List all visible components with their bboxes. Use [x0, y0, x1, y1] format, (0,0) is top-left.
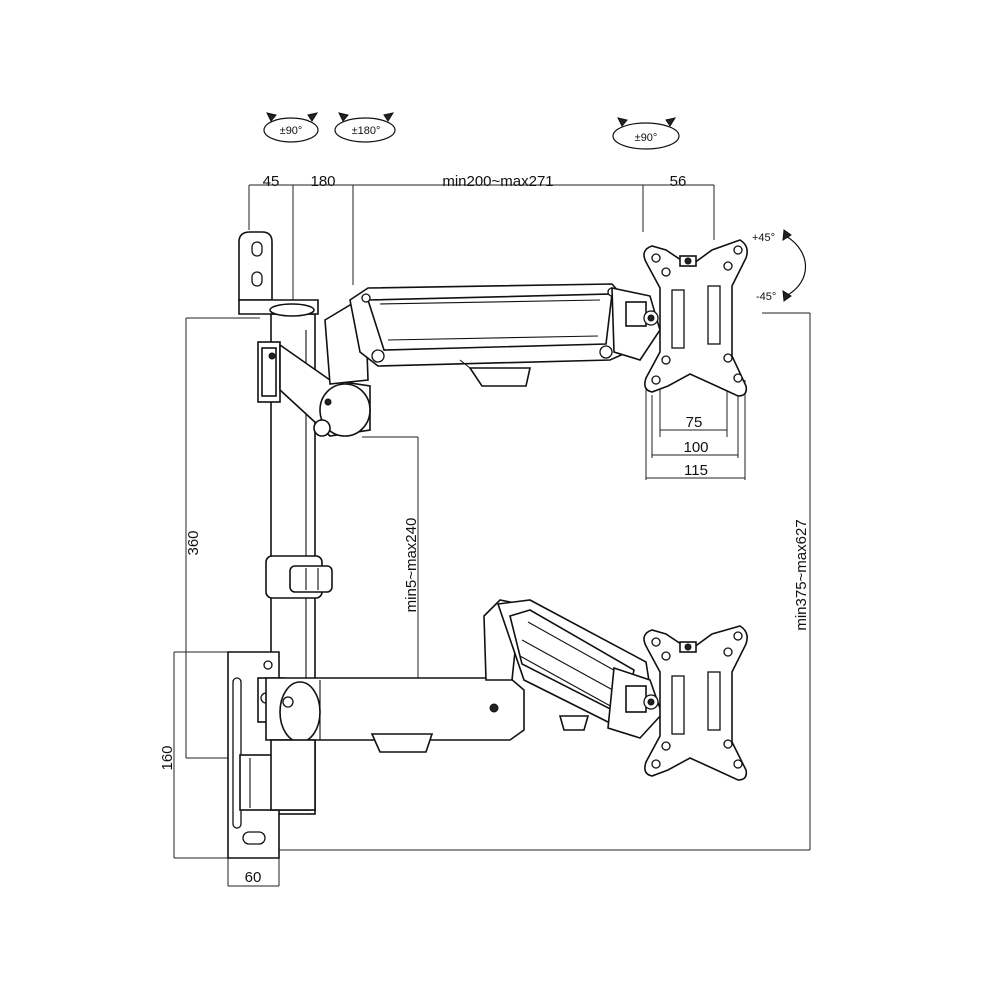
dim-base-width: 60 [245, 869, 262, 886]
arrow-head-icon [617, 117, 628, 127]
slot-icon [242, 831, 266, 845]
arrow-head-icon [307, 112, 319, 122]
swivel-180-label: ±180° [352, 125, 381, 137]
arrow-head-icon [338, 112, 349, 122]
lower-arm [257, 599, 663, 811]
arrow-head-icon [782, 229, 792, 241]
dim-vesa-75: 75 [686, 414, 703, 431]
slot-icon [232, 677, 242, 829]
dim-base-height: 160 [159, 745, 176, 770]
base-width-dimension: 60 [227, 858, 280, 887]
top-cap-bracket [238, 231, 319, 317]
head-swivel-label: ±90° [635, 132, 658, 144]
pole-clamp [265, 555, 333, 599]
dim-plate-width: 115 [684, 462, 708, 479]
base-height-dimension: 160 [159, 651, 230, 859]
swivel-90-symbol-right: ±90° [612, 117, 680, 150]
lower-vesa-plate [643, 625, 748, 781]
swivel-180-symbol: ±180° [334, 112, 396, 143]
dim-top-offset: 45 [263, 173, 280, 190]
total-height-dimension: min375~max627 [279, 312, 811, 851]
arrow-head-icon [782, 290, 792, 302]
slot-icon [251, 271, 263, 287]
dim-pole-height: 360 [185, 530, 202, 555]
upper-vesa-plate [643, 239, 748, 397]
arrow-head-icon [266, 112, 277, 122]
arrow-head-icon [665, 117, 677, 127]
dim-vesa-100: 100 [683, 439, 708, 456]
tilt-up-label: +45° [752, 232, 775, 244]
tilt-symbol: +45° -45° [752, 229, 807, 303]
dim-arm-spacing: min5~max240 [403, 518, 420, 613]
vesa-dimensions: 75 100 115 [645, 380, 746, 480]
slot-icon [251, 241, 263, 257]
upper-arm [257, 283, 661, 437]
swivel-90-symbol-left: ±90° [263, 112, 319, 143]
top-dimension-group: 45 180 min200~max271 56 [248, 173, 715, 300]
arm-spacing-dimension: min5~max240 [362, 436, 420, 690]
dim-arm-segment: 180 [310, 173, 335, 190]
dim-total-height: min375~max627 [793, 519, 810, 630]
swivel-90-label: ±90° [280, 125, 303, 137]
tilt-down-label: -45° [756, 291, 776, 303]
arrow-head-icon [383, 112, 395, 122]
dim-head-depth: 56 [670, 173, 687, 190]
dim-arm-extension: min200~max271 [442, 173, 553, 190]
